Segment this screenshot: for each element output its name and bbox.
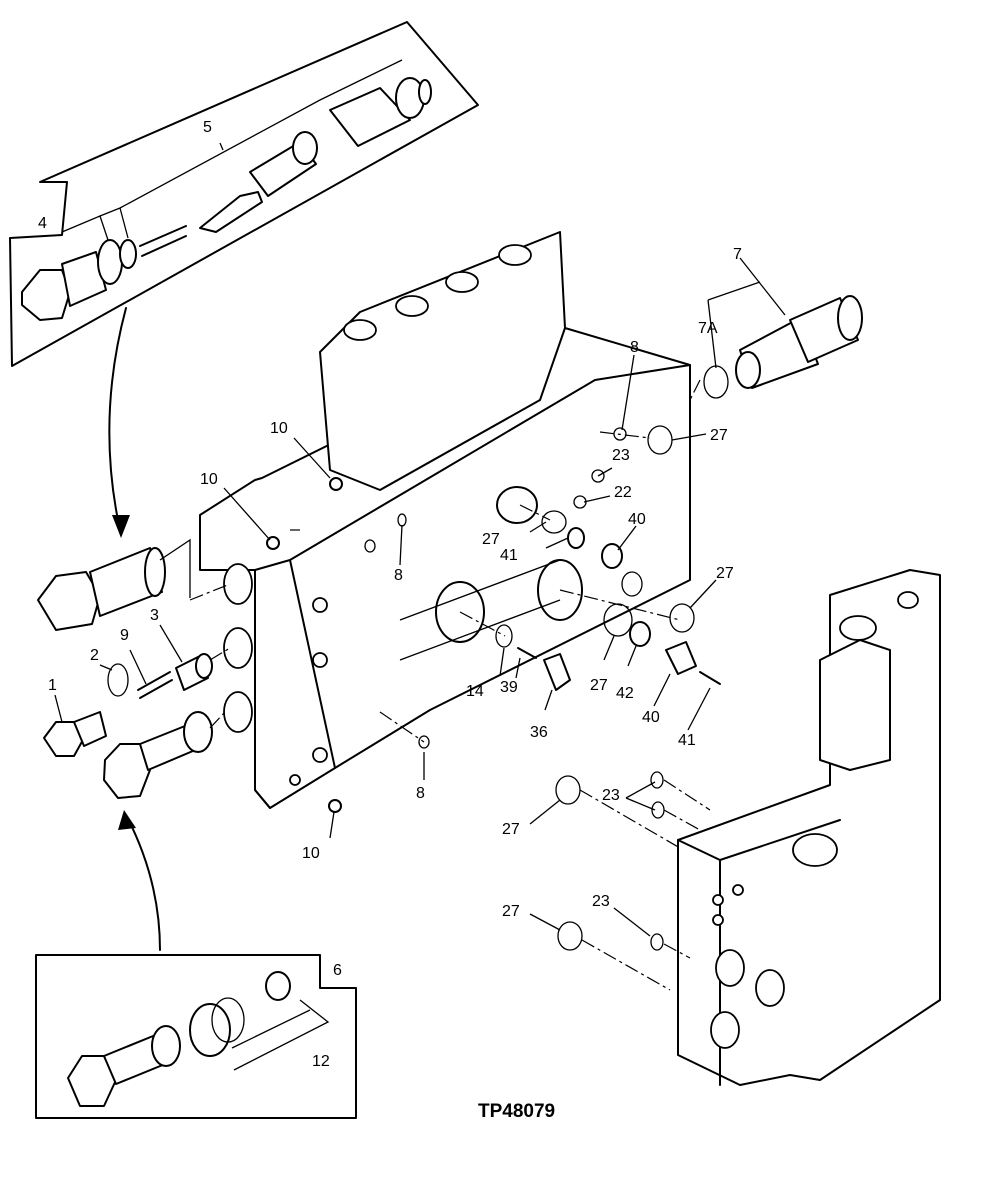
- arrow-head-bottom: [118, 810, 136, 830]
- callout-40-top: 40: [628, 511, 646, 528]
- alignment-lines: [189, 379, 711, 991]
- callout-42: 42: [616, 685, 634, 702]
- callout-27-lowleft: 27: [502, 821, 520, 838]
- callout-9: 9: [120, 627, 129, 644]
- leader-lines: [54, 257, 786, 937]
- callout-27-right: 27: [716, 565, 734, 582]
- callout-12: 12: [312, 1053, 330, 1070]
- callout-27-low: 27: [590, 677, 608, 694]
- callout-23-low: 23: [592, 893, 610, 910]
- spool-assembly-7: [703, 295, 863, 399]
- callout-7a: 7A: [698, 320, 718, 337]
- callout-1: 1: [48, 677, 57, 694]
- callout-8-mid: 8: [394, 567, 403, 584]
- arrow-line-top: [108, 307, 127, 531]
- arrow-head-top: [112, 515, 130, 538]
- callout-36: 36: [530, 724, 548, 741]
- callout-8-top: 8: [630, 339, 639, 356]
- inset-box-plug: [35, 954, 357, 1119]
- small-parts-cluster: [266, 425, 721, 813]
- callout-39: 39: [500, 679, 518, 696]
- inset-box-relief-valve: [9, 21, 479, 367]
- callout-27-bottom: 27: [502, 903, 520, 920]
- main-valve-block: [199, 231, 691, 809]
- callout-3: 3: [150, 607, 159, 624]
- callout-23-top: 23: [612, 447, 630, 464]
- callout-labels: 5 4 7 7A 8 27 23 22 10 10 40 27 41 8 27 …: [38, 119, 742, 1070]
- callout-23-mid: 23: [602, 787, 620, 804]
- callout-10-bottom: 10: [302, 845, 320, 862]
- callout-40-low: 40: [642, 709, 660, 726]
- relief-valve-parts: [21, 77, 432, 321]
- callout-6: 6: [333, 962, 342, 979]
- callout-4: 4: [38, 215, 47, 232]
- arrow-line-bottom: [125, 814, 161, 951]
- callout-10-left: 10: [200, 471, 218, 488]
- adjacent-valve-housing: [677, 569, 941, 1086]
- callout-2: 2: [90, 647, 99, 664]
- callout-41-low: 41: [678, 732, 696, 749]
- callout-14: 14: [466, 683, 484, 700]
- callout-27-mid: 27: [482, 531, 500, 548]
- callout-41-top: 41: [500, 547, 518, 564]
- callout-27-top: 27: [710, 427, 728, 444]
- callout-22: 22: [614, 484, 632, 501]
- callout-7: 7: [733, 246, 742, 263]
- callout-10-top: 10: [270, 420, 288, 437]
- figure-id: TP48079: [478, 1101, 555, 1122]
- parts-1-2-9-3: [43, 653, 213, 757]
- seals-right: [555, 771, 665, 951]
- plug-assembly: [103, 711, 213, 799]
- callout-5: 5: [203, 119, 212, 136]
- relief-valve-left: [37, 538, 191, 631]
- callout-8-low: 8: [416, 785, 425, 802]
